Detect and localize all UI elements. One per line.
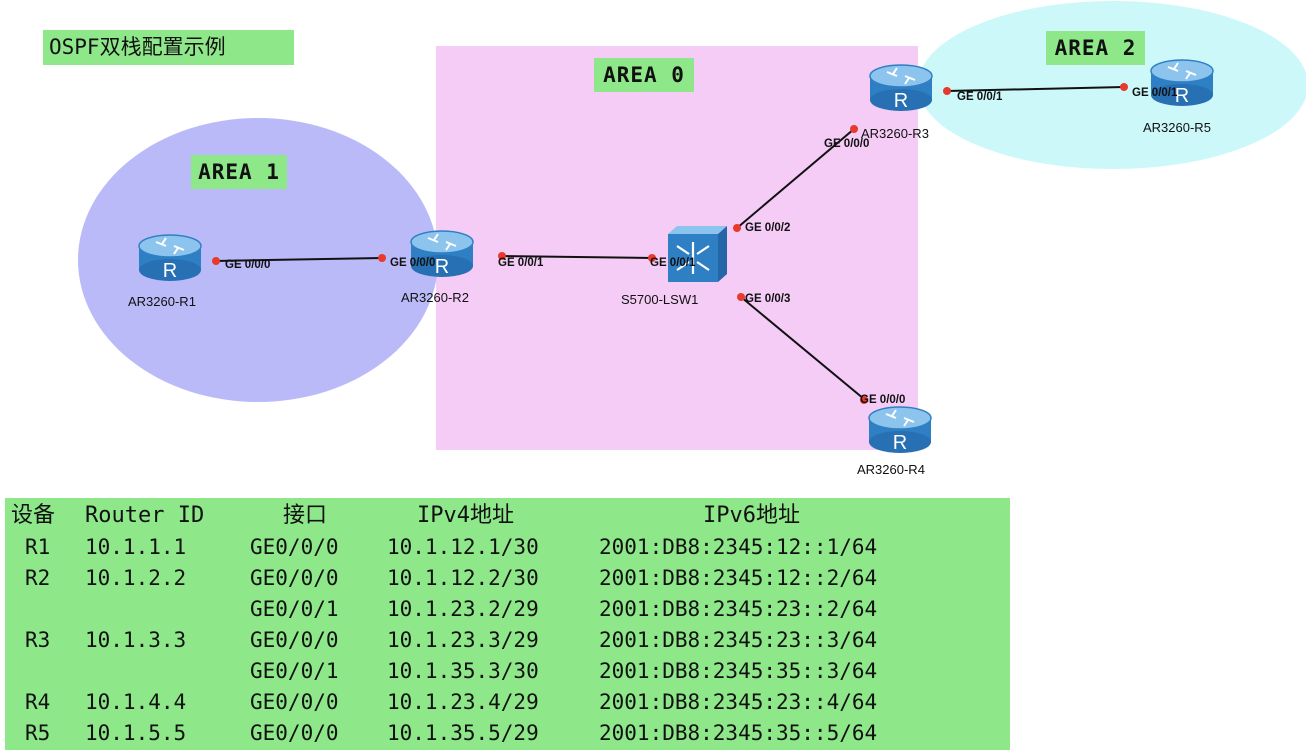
- area-2-region: [918, 1, 1306, 169]
- cell-interface: GE0/0/0: [250, 628, 339, 652]
- area-1-label: AREA 1: [191, 155, 287, 189]
- header-ipv6: IPv6地址: [703, 503, 800, 528]
- device-label-lsw1: S5700-LSW1: [621, 292, 699, 307]
- cell-ipv4: 10.1.23.4/29: [387, 690, 539, 714]
- device-label-r3: AR3260-R3: [861, 126, 929, 141]
- cell-interface: GE0/0/1: [250, 659, 339, 683]
- port-dot: [943, 87, 951, 95]
- header-device: 设备: [11, 503, 56, 528]
- device-label-r2: AR3260-R2: [401, 290, 469, 305]
- table-row: R2 10.1.2.2 GE0/0/0 10.1.12.2/30 2001:DB…: [5, 563, 1010, 594]
- table-row: R3 10.1.3.3 GE0/0/0 10.1.23.3/29 2001:DB…: [5, 625, 1010, 656]
- cell-ipv4: 10.1.12.1/30: [387, 535, 539, 559]
- cell-ipv6: 2001:DB8:2345:12::1/64: [599, 535, 878, 559]
- cell-ipv4: 10.1.23.2/29: [387, 597, 539, 621]
- cell-device: R3: [25, 628, 51, 652]
- cell-interface: GE0/0/0: [250, 535, 339, 559]
- interface-label: GE 0/0/0: [225, 259, 271, 271]
- cell-ipv4: 10.1.23.3/29: [387, 628, 539, 652]
- port-dot: [733, 224, 741, 232]
- interface-label: GE 0/0/1: [957, 91, 1003, 103]
- address-table: 设备 Router ID 接口 IPv4地址 IPv6地址 R1 10.1.1.…: [5, 498, 1010, 750]
- cell-ipv4: 10.1.35.5/29: [387, 721, 539, 745]
- device-label-r5: AR3260-R5: [1143, 120, 1211, 135]
- header-router-id: Router ID: [85, 503, 205, 528]
- cell-ipv6: 2001:DB8:2345:35::3/64: [599, 659, 878, 683]
- interface-label: GE 0/0/3: [745, 293, 791, 305]
- port-dot: [648, 254, 656, 262]
- interface-label: GE 0/0/2: [745, 222, 791, 234]
- cell-router-id: 10.1.5.5: [85, 721, 187, 745]
- port-dot: [860, 396, 868, 404]
- cell-interface: GE0/0/0: [250, 566, 339, 590]
- port-dot: [212, 257, 220, 265]
- header-interface: 接口: [283, 503, 328, 528]
- interface-label: GE 0/0/0: [824, 138, 870, 150]
- area-0-label: AREA 0: [594, 58, 694, 92]
- cell-interface: GE0/0/0: [250, 690, 339, 714]
- router-icon-r3: [869, 64, 933, 113]
- link-r2-lsw1: [501, 255, 653, 259]
- router-icon-r5: [1150, 59, 1214, 108]
- area-2-label: AREA 2: [1046, 31, 1145, 65]
- cell-router-id: 10.1.2.2: [85, 566, 187, 590]
- interface-label: GE 0/0/1: [650, 257, 696, 269]
- cell-interface: GE0/0/1: [250, 597, 339, 621]
- cell-ipv6: 2001:DB8:2345:23::4/64: [599, 690, 878, 714]
- cell-ipv6: 2001:DB8:2345:35::5/64: [599, 721, 878, 745]
- cell-ipv6: 2001:DB8:2345:12::2/64: [599, 566, 878, 590]
- port-dot: [498, 252, 506, 260]
- link-r1-r2: [214, 257, 383, 262]
- link-lsw1-r4: [740, 296, 865, 400]
- cell-router-id: 10.1.1.1: [85, 535, 187, 559]
- router-icon-r2: [410, 230, 474, 279]
- device-label-r4: AR3260-R4: [857, 462, 925, 477]
- table-row: GE0/0/1 10.1.35.3/30 2001:DB8:2345:35::3…: [5, 656, 1010, 687]
- interface-label: GE 0/0/0: [390, 257, 436, 269]
- link-r3-r5: [946, 86, 1125, 92]
- port-dot: [737, 293, 745, 301]
- port-dot: [850, 125, 858, 133]
- port-dot: [378, 254, 386, 262]
- cell-device: R2: [25, 566, 51, 590]
- interface-label: GE 0/0/1: [1132, 87, 1178, 99]
- table-row: R1 10.1.1.1 GE0/0/0 10.1.12.1/30 2001:DB…: [5, 532, 1010, 563]
- cell-interface: GE0/0/0: [250, 721, 339, 745]
- cell-device: R5: [25, 721, 51, 745]
- table-row: R4 10.1.4.4 GE0/0/0 10.1.23.4/29 2001:DB…: [5, 687, 1010, 718]
- table-row: R5 10.1.5.5 GE0/0/0 10.1.35.5/29 2001:DB…: [5, 718, 1010, 749]
- cell-router-id: 10.1.3.3: [85, 628, 187, 652]
- router-icon-r4: [868, 406, 932, 455]
- cell-device: R4: [25, 690, 51, 714]
- port-dot: [1120, 83, 1128, 91]
- cell-ipv4: 10.1.12.2/30: [387, 566, 539, 590]
- header-ipv4: IPv4地址: [417, 503, 514, 528]
- cell-ipv4: 10.1.35.3/30: [387, 659, 539, 683]
- router-icon-r1: [138, 234, 202, 283]
- switch-icon-lsw1: [666, 224, 729, 284]
- link-lsw1-r3: [736, 128, 855, 229]
- table-row: GE0/0/1 10.1.23.2/29 2001:DB8:2345:23::2…: [5, 594, 1010, 625]
- cell-ipv6: 2001:DB8:2345:23::2/64: [599, 597, 878, 621]
- cell-device: R1: [25, 535, 51, 559]
- table-header: 设备 Router ID 接口 IPv4地址 IPv6地址: [5, 500, 1010, 531]
- cell-router-id: 10.1.4.4: [85, 690, 187, 714]
- interface-label: GE 0/0/0: [860, 394, 906, 406]
- cell-ipv6: 2001:DB8:2345:23::3/64: [599, 628, 878, 652]
- diagram-title: OSPF双栈配置示例: [43, 30, 294, 65]
- interface-label: GE 0/0/1: [498, 257, 544, 269]
- device-label-r1: AR3260-R1: [128, 294, 196, 309]
